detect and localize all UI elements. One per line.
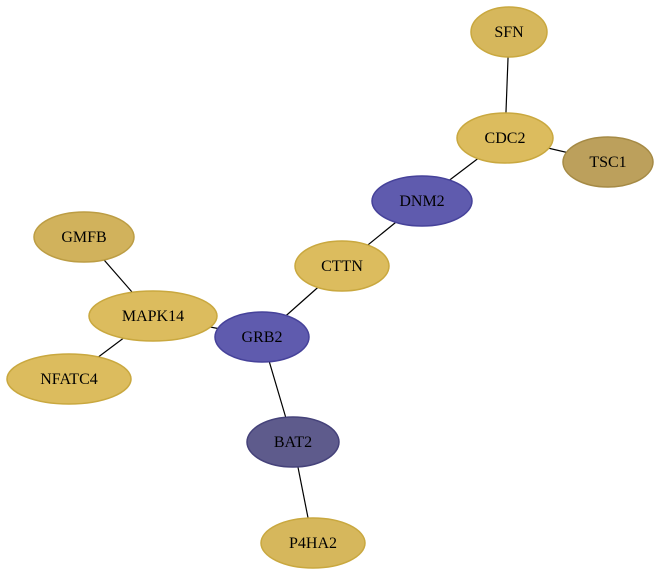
node-sfn[interactable]: SFN <box>470 6 548 58</box>
node-shape-cttn <box>294 240 390 292</box>
node-shape-sfn <box>470 6 548 58</box>
node-label-bat2: BAT2 <box>274 434 312 451</box>
node-bat2[interactable]: BAT2 <box>246 416 340 468</box>
node-shape-mapk14 <box>88 290 218 342</box>
node-label-cttn: CTTN <box>321 258 363 275</box>
node-gmfb[interactable]: GMFB <box>33 211 135 263</box>
node-shape-nfatc4 <box>6 353 132 405</box>
node-label-p4ha2: P4HA2 <box>289 535 337 552</box>
node-shape-gmfb <box>33 211 135 263</box>
node-label-tsc1: TSC1 <box>589 154 626 171</box>
node-label-grb2: GRB2 <box>242 329 283 346</box>
node-shape-bat2 <box>246 416 340 468</box>
node-shape-p4ha2 <box>260 517 366 569</box>
node-cdc2[interactable]: CDC2 <box>456 112 554 164</box>
node-shape-dnm2 <box>371 175 473 227</box>
node-label-cdc2: CDC2 <box>485 130 526 147</box>
node-label-mapk14: MAPK14 <box>122 308 184 325</box>
node-shape-grb2 <box>214 311 310 363</box>
node-mapk14[interactable]: MAPK14 <box>88 290 218 342</box>
node-grb2[interactable]: GRB2 <box>214 311 310 363</box>
node-shape-tsc1 <box>562 136 654 188</box>
node-shape-cdc2 <box>456 112 554 164</box>
node-cttn[interactable]: CTTN <box>294 240 390 292</box>
node-dnm2[interactable]: DNM2 <box>371 175 473 227</box>
node-label-nfatc4: NFATC4 <box>40 371 98 388</box>
node-p4ha2[interactable]: P4HA2 <box>260 517 366 569</box>
node-label-sfn: SFN <box>494 24 524 41</box>
node-label-dnm2: DNM2 <box>399 193 444 210</box>
node-tsc1[interactable]: TSC1 <box>562 136 654 188</box>
node-nfatc4[interactable]: NFATC4 <box>6 353 132 405</box>
node-label-gmfb: GMFB <box>61 229 106 246</box>
